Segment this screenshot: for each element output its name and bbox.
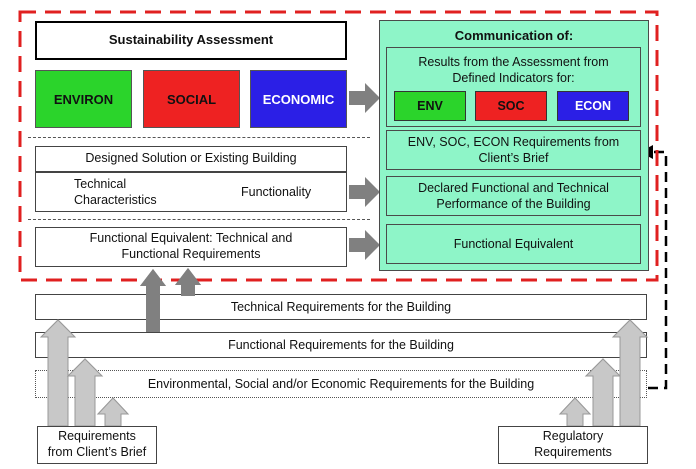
chip-econ: ECON	[557, 91, 629, 121]
pillar-environ: ENVIRON	[35, 70, 132, 128]
regulatory-box: Regulatory Requirements	[498, 426, 648, 464]
arrow-equivalent-to-equivalent	[349, 230, 380, 260]
technical-requirements-bar: Technical Requirements for the Building	[35, 294, 647, 320]
chip-soc: SOC	[475, 91, 547, 121]
requirements-brief-box: ENV, SOC, ECON Requirements from Client’…	[386, 130, 641, 170]
separator-1	[28, 137, 370, 138]
arrow-up-client-3-front	[96, 397, 130, 427]
results-text: Results from the Assessment from Defined…	[418, 55, 609, 86]
characteristics-box: Technical Characteristics Functionality	[35, 172, 347, 212]
functional-equivalent-box: Functional Equivalent	[386, 224, 641, 264]
pillar-economic: ECONOMIC	[250, 70, 347, 128]
arrow-up-regulatory-1	[558, 397, 592, 427]
chip-env: ENV	[394, 91, 466, 121]
arrow-functionality-to-declared	[349, 177, 380, 207]
arrow-up-technical-2	[175, 268, 201, 296]
separator-2	[28, 219, 370, 220]
arrow-pillars-to-results	[349, 83, 380, 113]
functional-requirements-text: Functional Requirements for the Building	[228, 338, 454, 352]
esoe-requirements-text: Environmental, Social and/or Economic Re…	[147, 377, 535, 391]
declared-performance-box: Declared Functional and Technical Perfor…	[386, 176, 641, 216]
functionality-label: Functionality	[241, 185, 312, 199]
technical-requirements-text: Technical Requirements for the Building	[230, 300, 452, 314]
arrow-up-client-3	[96, 397, 130, 427]
functional-requirements-bar: Functional Requirements for the Building	[35, 332, 647, 358]
sustainability-assessment-title: Sustainability Assessment	[35, 21, 347, 60]
arrow-up-regulatory-1-front	[558, 397, 592, 427]
communication-title: Communication of:	[454, 28, 574, 43]
client-brief-box: Requirements from Client’s Brief	[37, 426, 157, 464]
pillar-social: SOCIAL	[143, 70, 240, 128]
solution-box: Designed Solution or Existing Building	[35, 146, 347, 172]
arrow-up-technical-2-front	[175, 268, 201, 296]
feedback-dashed-line	[648, 150, 668, 390]
technical-characteristics-label: Technical Characteristics	[74, 177, 157, 207]
functional-equivalent-requirements-box: Functional Equivalent: Technical and Fun…	[35, 227, 347, 267]
